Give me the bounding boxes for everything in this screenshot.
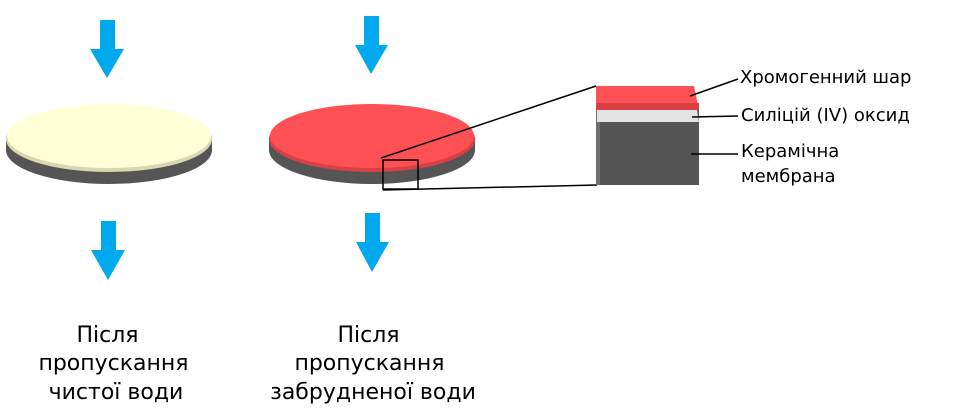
label-silica-layer: Силіцій (IV) оксид <box>741 105 910 126</box>
label-ceramic-line-2: мембрана <box>741 166 836 187</box>
dirty-disc-top <box>270 104 474 168</box>
flow-arrow-in-dirty <box>355 16 388 74</box>
caption-clean-line-3: чистої води <box>49 380 184 405</box>
caption-clean-line-2: пропускання <box>38 351 188 376</box>
membrane-cross-section <box>596 86 699 185</box>
zoom-callout <box>380 85 598 191</box>
caption-clean-water: Після пропускання чистої води <box>38 323 195 405</box>
flow-arrow-in-clean <box>90 20 124 78</box>
ceramic-layer <box>596 110 699 185</box>
clean-disc-top <box>7 104 211 168</box>
label-ceramic-line-1: Керамічна <box>741 141 839 162</box>
leader-chromogenic <box>689 78 739 97</box>
label-ceramic-membrane: Керамічна мембрана <box>741 141 845 187</box>
silica-layer <box>597 110 699 122</box>
clean-disc <box>6 104 212 184</box>
caption-clean-line-1: Після <box>76 323 138 348</box>
leader-silica <box>691 115 739 118</box>
flow-arrow-out-dirty <box>356 213 389 272</box>
caption-dirty-line-2: пропускання <box>294 351 444 376</box>
chromogenic-layer-shadow <box>596 103 699 110</box>
dirty-disc <box>269 104 475 184</box>
flow-arrow-out-clean <box>91 221 125 280</box>
zoom-line-bottom <box>382 184 598 191</box>
caption-dirty-water: Після пропускання забрудненої води <box>270 323 476 405</box>
caption-dirty-line-1: Після <box>337 323 399 348</box>
dirty-membrane-group: Після пропускання забрудненої води <box>269 16 476 405</box>
layer-labels: Хромогенний шар Силіцій (IV) оксид Керам… <box>689 67 911 187</box>
zoom-line-top <box>380 85 597 159</box>
clean-membrane-group: Після пропускання чистої води <box>6 20 212 405</box>
caption-dirty-line-3: забрудненої води <box>270 380 476 405</box>
ceramic-layer-edge <box>596 110 600 185</box>
label-chromogenic-layer: Хромогенний шар <box>740 67 911 88</box>
